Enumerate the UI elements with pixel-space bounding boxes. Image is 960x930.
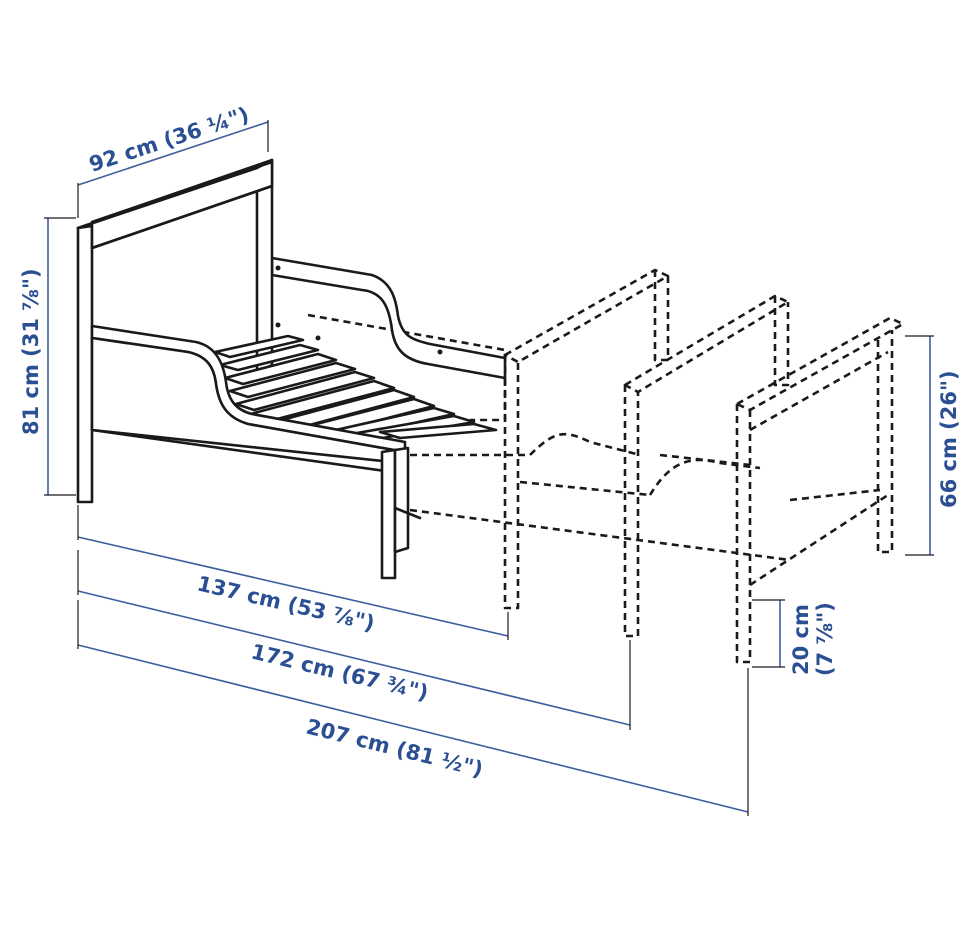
bed-frame xyxy=(76,158,507,580)
footboard-post-left xyxy=(76,224,94,504)
extension-frame-2 xyxy=(409,294,791,638)
front-leg xyxy=(380,448,397,580)
height-dimension-label: 81 cm (31 ⅞") xyxy=(19,268,43,435)
back-side-panel xyxy=(270,256,507,380)
length-mid-dimension-label: 172 cm (67 ¾") xyxy=(249,640,431,706)
width-dimension-label: 92 cm (36 ¼") xyxy=(86,102,252,176)
clearance-cm-label: 20 cm xyxy=(789,604,813,675)
extension-height-dimension-label: 66 cm (26") xyxy=(937,370,960,508)
extension-frame-1 xyxy=(410,268,670,610)
bed-slats xyxy=(213,334,498,447)
clearance-in-label: (7 ⅞") xyxy=(813,602,837,676)
dimension-lines xyxy=(44,120,934,816)
extension-frame-3 xyxy=(659,316,905,664)
